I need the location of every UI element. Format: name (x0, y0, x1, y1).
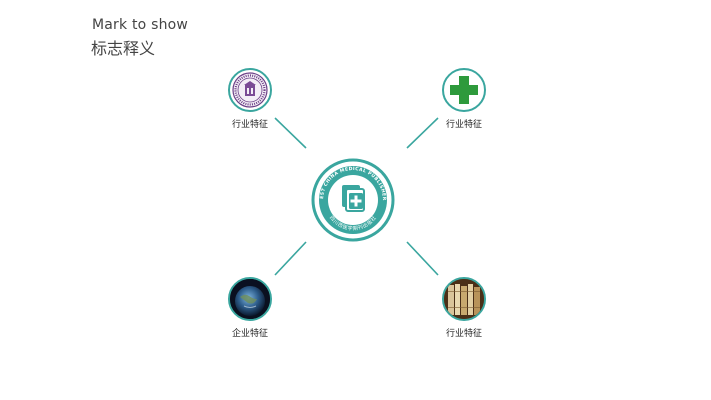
university-seal-icon (228, 68, 272, 112)
medical-cross-icon (442, 68, 486, 112)
node-label: 企业特征 (231, 329, 268, 339)
connector-top-left (274, 117, 307, 149)
publisher-logo: WEST CHINA MEDICAL PUBLISHERS 四川西医学期刊出版社 (308, 154, 395, 246)
node-industry-medical: 行业特征 (424, 68, 504, 130)
node-label: 行业特征 (445, 120, 482, 130)
connector-top-right (406, 117, 439, 149)
book-cross-emblem-icon (342, 185, 365, 212)
earth-globe-icon (228, 277, 272, 321)
bookshelf-icon (442, 277, 486, 321)
node-label: 行业特征 (231, 120, 268, 130)
node-industry-seal: 行业特征 (210, 68, 290, 130)
connector-bottom-left (274, 241, 307, 276)
title-english: Mark to show (92, 17, 189, 33)
connector-bottom-right (406, 241, 439, 276)
node-label: 行业特征 (445, 329, 482, 339)
node-enterprise-globe: 企业特征 (210, 277, 290, 339)
title-chinese: 标志释义 (91, 39, 156, 58)
node-industry-books: 行业特征 (424, 277, 504, 339)
